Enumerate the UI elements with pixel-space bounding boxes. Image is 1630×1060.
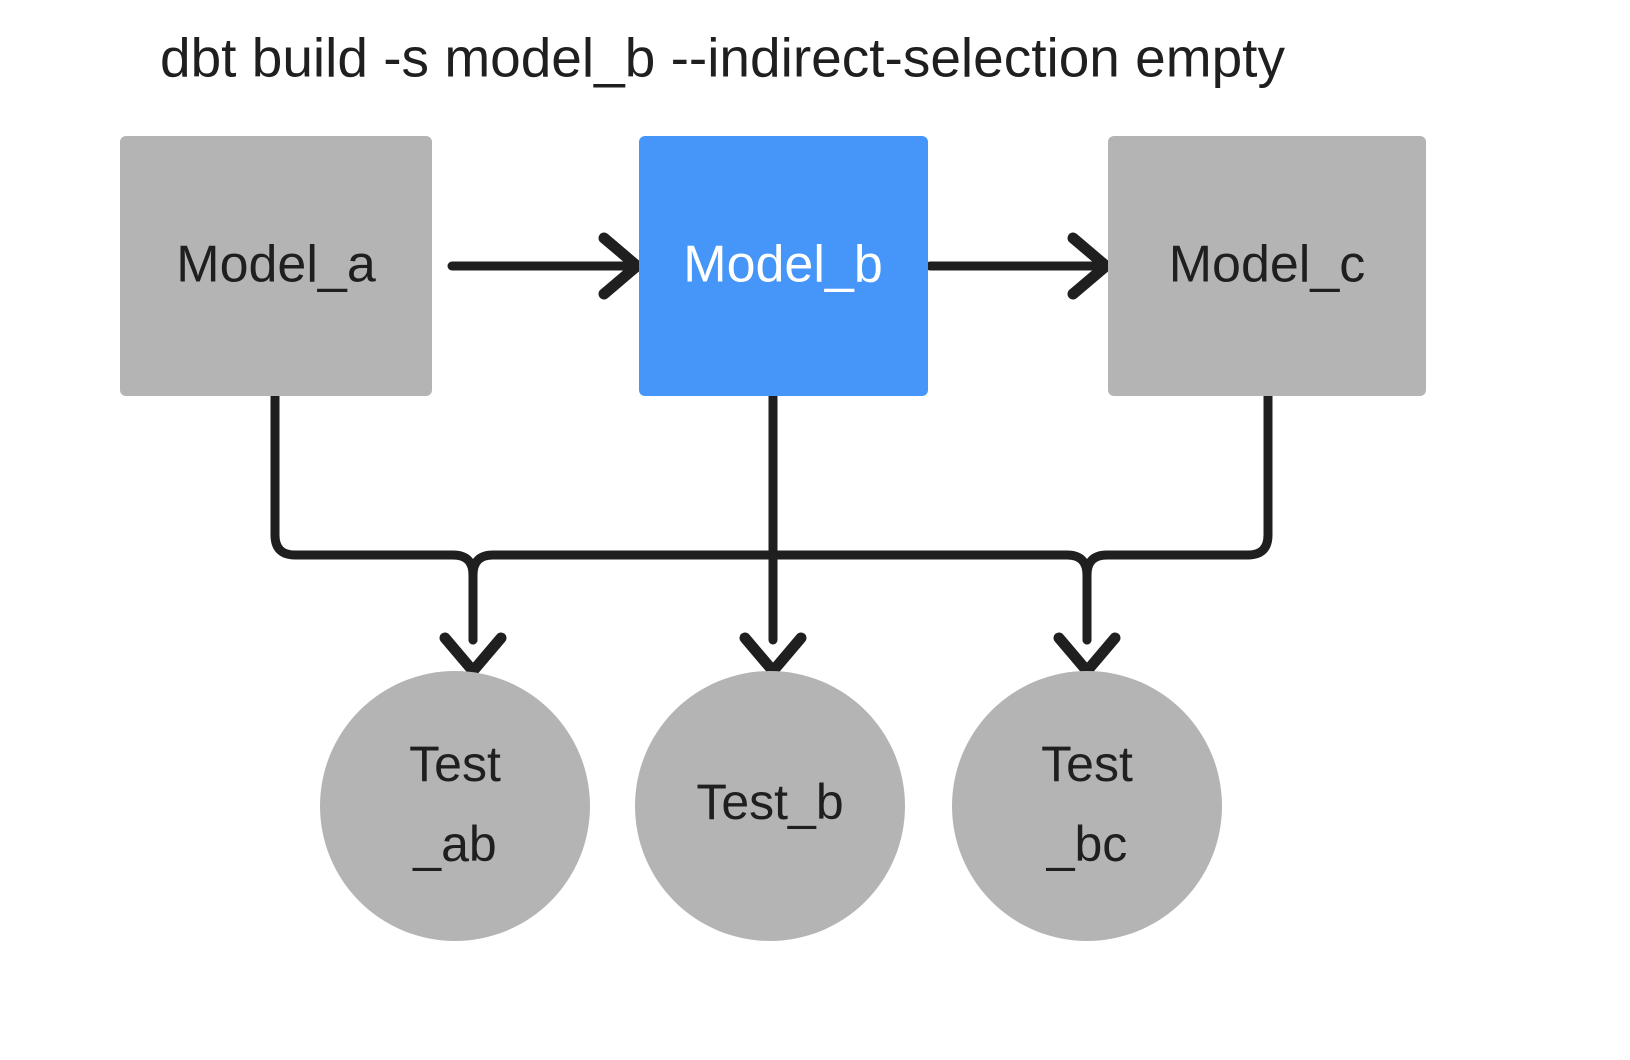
edge-model-c-to-test-bc (1082, 391, 1273, 645)
arrowhead-icon-test-b (739, 632, 807, 677)
node-model-b-label: Model_b (683, 236, 882, 294)
arrowhead-icon (1067, 232, 1112, 300)
node-test-ab-label-line2: _ab (412, 816, 496, 872)
page-title: dbt build -s model_b --indirect-selectio… (160, 27, 1285, 89)
node-model-c-shape[interactable] (1108, 136, 1426, 396)
node-model-c[interactable]: Model_c (1108, 136, 1426, 396)
edge-model-b-to-model-c (925, 232, 1112, 300)
arrowhead-icon (598, 232, 643, 300)
node-test-bc-label-line2: _bc (1046, 816, 1128, 872)
node-model-a-shape[interactable] (120, 136, 432, 396)
edge-model-b-to-test-bc (768, 550, 1092, 645)
arrowhead-icon-test-ab (439, 632, 507, 677)
node-model-b-shape[interactable] (639, 136, 928, 396)
node-test-b[interactable]: Test_b (635, 671, 905, 941)
node-test-b-shape[interactable] (635, 671, 905, 941)
node-test-bc-label-line1: Test (1041, 736, 1133, 792)
edge-model-a-to-test-ab (270, 391, 478, 645)
node-test-b-label-line1: Test_b (696, 774, 843, 830)
node-model-a[interactable]: Model_a (120, 136, 432, 396)
edge-model-b-to-test-ab (468, 550, 778, 645)
node-model-c-label: Model_c (1169, 236, 1366, 294)
node-test-ab[interactable]: Test _ab (320, 671, 590, 941)
node-test-ab-label-line1: Test (409, 736, 501, 792)
node-test-ab-shape[interactable] (320, 671, 590, 941)
node-model-a-label: Model_a (176, 236, 376, 294)
node-model-b[interactable]: Model_b (639, 136, 928, 396)
node-test-bc[interactable]: Test _bc (952, 671, 1222, 941)
edge-model-a-to-model-b (447, 232, 643, 300)
node-test-bc-shape[interactable] (952, 671, 1222, 941)
